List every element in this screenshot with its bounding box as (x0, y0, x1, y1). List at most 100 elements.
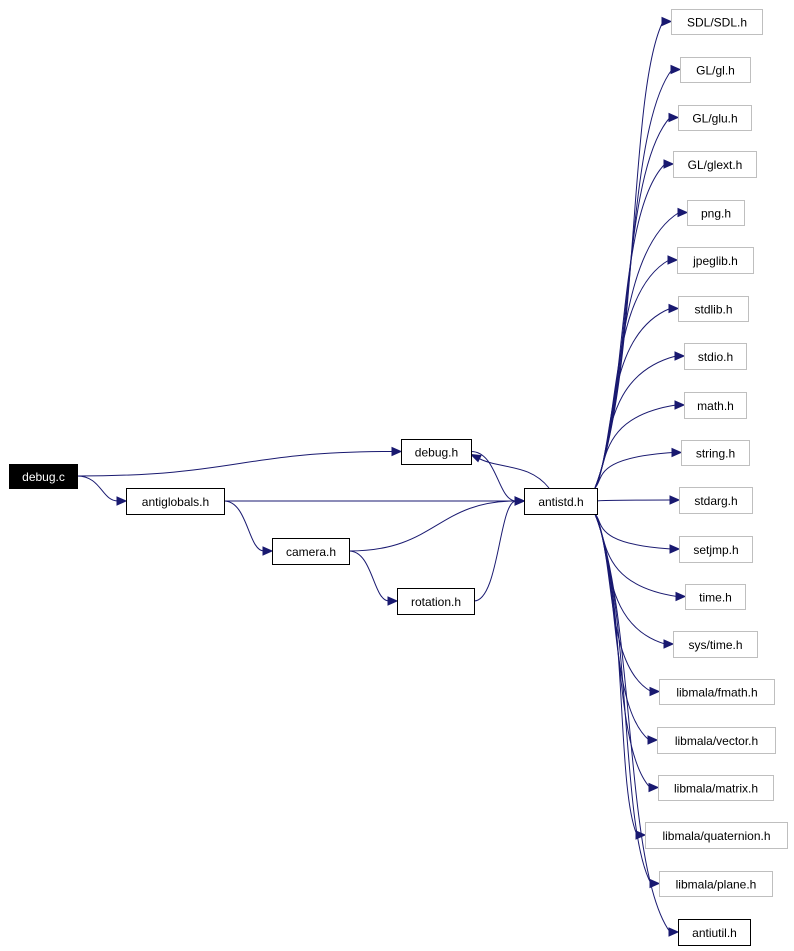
node-box-debug-h (401, 439, 472, 465)
node-label-png-h: png.h (701, 207, 731, 221)
node-box-debug-c (9, 464, 78, 489)
node-label-gl-h: GL/gl.h (696, 64, 735, 78)
node-glu-h[interactable]: GL/glu.h (678, 105, 752, 131)
node-label-debug-c: debug.c (22, 470, 65, 484)
edge-antiglobals_h-to-camera_h (223, 500, 265, 552)
node-label-plane-h: libmala/plane.h (676, 878, 757, 892)
arrowhead-camera_h-to-rotation_h (387, 596, 399, 606)
node-sdl-h[interactable]: SDL/SDL.h (671, 9, 763, 35)
node-stdlib-h[interactable]: stdlib.h (678, 296, 749, 322)
nodes-layer: debug.c antiglobals.h debug.h camera.h rotat… (9, 9, 788, 946)
node-label-stdlib-h: stdlib.h (694, 303, 732, 317)
node-debug-h[interactable]: debug.h (401, 439, 472, 465)
node-antiglobals-h[interactable]: antiglobals.h (126, 488, 225, 515)
node-matrix-h[interactable]: libmala/matrix.h (658, 775, 774, 801)
node-png-h[interactable]: png.h (687, 200, 745, 226)
node-antistd-h[interactable]: antistd.h (524, 488, 598, 515)
node-math-h[interactable]: math.h (684, 392, 747, 419)
arrowhead-antistd_h-to-jpeglib_h (667, 255, 679, 265)
edge-antistd_h-to-glu_h (594, 117, 671, 489)
node-box-glu-h (678, 105, 752, 131)
node-box-png-h (687, 200, 745, 226)
arrowhead-antistd_h-to-math_h (674, 400, 686, 410)
node-box-vector-h (657, 727, 776, 754)
node-box-sdl-h (671, 9, 763, 35)
node-box-antiutil-h (678, 919, 751, 946)
edge-antistd_h-to-setjmp_h (594, 513, 672, 550)
node-jpeglib-h[interactable]: jpeglib.h (677, 247, 754, 274)
node-box-camera-h (272, 538, 350, 565)
node-box-stdio-h (684, 343, 747, 370)
node-box-sys-time-h (673, 631, 758, 658)
node-camera-h[interactable]: camera.h (272, 538, 350, 565)
arrowhead-antistd_h-to-sdl_h (661, 16, 673, 27)
arrowhead-debug_c-to-antiglobals_h (116, 496, 128, 506)
arrowhead-antistd_h-to-debug_h (469, 453, 482, 463)
node-label-time-h: time.h (699, 591, 732, 605)
node-box-stdlib-h (678, 296, 749, 322)
arrowhead-antistd_h-to-vector_h (647, 735, 659, 745)
node-box-quaternion-h (645, 822, 788, 849)
node-label-string-h: string.h (696, 447, 735, 461)
node-box-stdarg-h (679, 487, 753, 514)
node-label-glu-h: GL/glu.h (692, 112, 737, 126)
node-label-sys-time-h: sys/time.h (688, 638, 742, 652)
node-string-h[interactable]: string.h (681, 440, 750, 466)
node-box-matrix-h (658, 775, 774, 801)
arrowhead-antistd_h-to-plane_h (649, 878, 661, 889)
edge-debug_c-to-debug_h (76, 451, 394, 477)
node-label-antiutil-h: antiutil.h (692, 926, 737, 940)
node-box-setjmp-h (679, 536, 753, 563)
node-vector-h[interactable]: libmala/vector.h (657, 727, 776, 754)
node-time-h[interactable]: time.h (685, 584, 746, 610)
node-label-rotation-h: rotation.h (411, 595, 461, 609)
node-box-time-h (685, 584, 746, 610)
edge-antistd_h-to-debug_h (478, 458, 550, 489)
edge-debug_c-to-antiglobals_h (76, 475, 119, 502)
edge-rotation_h-to-antistd_h (473, 500, 517, 602)
node-label-antistd-h: antistd.h (538, 495, 583, 509)
edge-antistd_h-to-quaternion_h (594, 513, 638, 836)
arrowhead-antistd_h-to-glext_h (663, 159, 675, 169)
arrowhead-antistd_h-to-time_h (675, 591, 687, 602)
node-fmath-h[interactable]: libmala/fmath.h (659, 679, 775, 705)
edge-antistd_h-to-stdlib_h (594, 308, 671, 489)
node-label-camera-h: camera.h (286, 545, 336, 559)
arrowhead-antiglobals_h-to-camera_h (262, 546, 274, 556)
edge-camera_h-to-rotation_h (348, 550, 390, 602)
arrowhead-antistd_h-to-stdarg_h (669, 495, 681, 505)
node-label-matrix-h: libmala/matrix.h (674, 782, 758, 796)
arrowhead-antistd_h-to-quaternion_h (635, 830, 647, 840)
node-stdarg-h[interactable]: stdarg.h (679, 487, 753, 514)
node-plane-h[interactable]: libmala/plane.h (659, 871, 773, 897)
arrowhead-debug_c-to-debug_h (391, 446, 403, 457)
node-quaternion-h[interactable]: libmala/quaternion.h (645, 822, 788, 849)
node-glext-h[interactable]: GL/glext.h (673, 151, 757, 178)
node-label-stdio-h: stdio.h (698, 350, 733, 364)
node-debug-c: debug.c (9, 464, 78, 489)
node-stdio-h[interactable]: stdio.h (684, 343, 747, 370)
edge-camera_h-to-antistd_h (348, 500, 517, 552)
edge-antistd_h-to-stdarg_h (596, 499, 672, 502)
edge-antistd_h-to-math_h (594, 404, 677, 489)
node-label-glext-h: GL/glext.h (688, 158, 743, 172)
node-antiutil-h[interactable]: antiutil.h (678, 919, 751, 946)
node-setjmp-h[interactable]: setjmp.h (679, 536, 753, 563)
node-label-math-h: math.h (697, 399, 734, 413)
edge-debug_h-to-antistd_h (470, 451, 517, 502)
arrowhead-rotation_h-to-antistd_h (514, 496, 526, 506)
arrowhead-antistd_h-to-gl_h (670, 64, 682, 75)
node-box-rotation-h (397, 588, 475, 615)
node-rotation-h[interactable]: rotation.h (397, 588, 475, 615)
node-label-stdarg-h: stdarg.h (694, 494, 737, 508)
node-label-sdl-h: SDL/SDL.h (687, 16, 747, 30)
arrowhead-antistd_h-to-png_h (677, 207, 689, 218)
node-box-jpeglib-h (677, 247, 754, 274)
node-label-jpeglib-h: jpeglib.h (692, 254, 738, 268)
node-sys-time-h[interactable]: sys/time.h (673, 631, 758, 658)
arrowhead-antistd_h-to-antiutil_h (668, 927, 680, 937)
node-label-vector-h: libmala/vector.h (675, 734, 758, 748)
node-box-fmath-h (659, 679, 775, 705)
node-box-antistd-h (524, 488, 598, 515)
node-gl-h[interactable]: GL/gl.h (680, 57, 751, 83)
